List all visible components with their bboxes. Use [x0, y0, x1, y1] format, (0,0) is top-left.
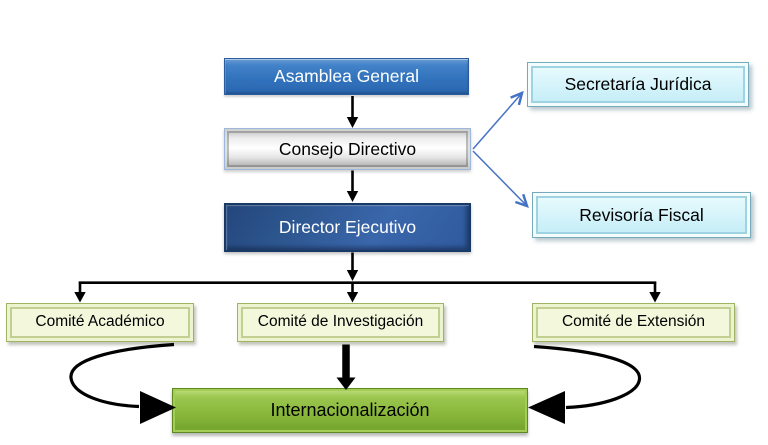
node-label: Internacionalización	[270, 400, 430, 421]
node-secretaria-juridica: Secretaría Jurídica	[527, 62, 749, 107]
node-comite-academico: Comité Académico	[6, 303, 194, 342]
edge-academico-internacional	[69, 342, 176, 424]
edge-asamblea-consejo	[346, 96, 359, 128]
node-label: Consejo Directivo	[278, 138, 417, 159]
edge-extension-internacional	[528, 344, 642, 424]
node-director-ejecutivo: Director Ejecutivo	[224, 203, 471, 252]
edge-consejo-revisoria	[472, 150, 527, 206]
node-label: Director Ejecutivo	[278, 217, 417, 238]
edge-director-committees	[74, 252, 661, 303]
node-label: Revisoría Fiscal	[579, 204, 704, 225]
node-label: Comité de Investigación	[257, 313, 424, 331]
node-asamblea-general: Asamblea General	[224, 58, 469, 95]
edge-investigacion-internacional	[336, 344, 356, 390]
edge-consejo-secretaria	[472, 93, 522, 150]
node-label: Asamblea General	[274, 66, 419, 87]
node-internacionalizacion: Internacionalización	[172, 388, 528, 433]
node-comite-investigacion: Comité de Investigación	[237, 303, 444, 342]
node-comite-extension: Comité de Extensión	[532, 303, 735, 342]
node-consejo-directivo: Consejo Directivo	[224, 128, 471, 170]
node-label: Comité de Extensión	[561, 313, 706, 331]
edge-consejo-director	[346, 170, 359, 202]
node-label: Secretaría Jurídica	[564, 74, 712, 95]
node-label: Comité Académico	[35, 313, 165, 331]
node-revisoria-fiscal: Revisoría Fiscal	[532, 192, 751, 238]
